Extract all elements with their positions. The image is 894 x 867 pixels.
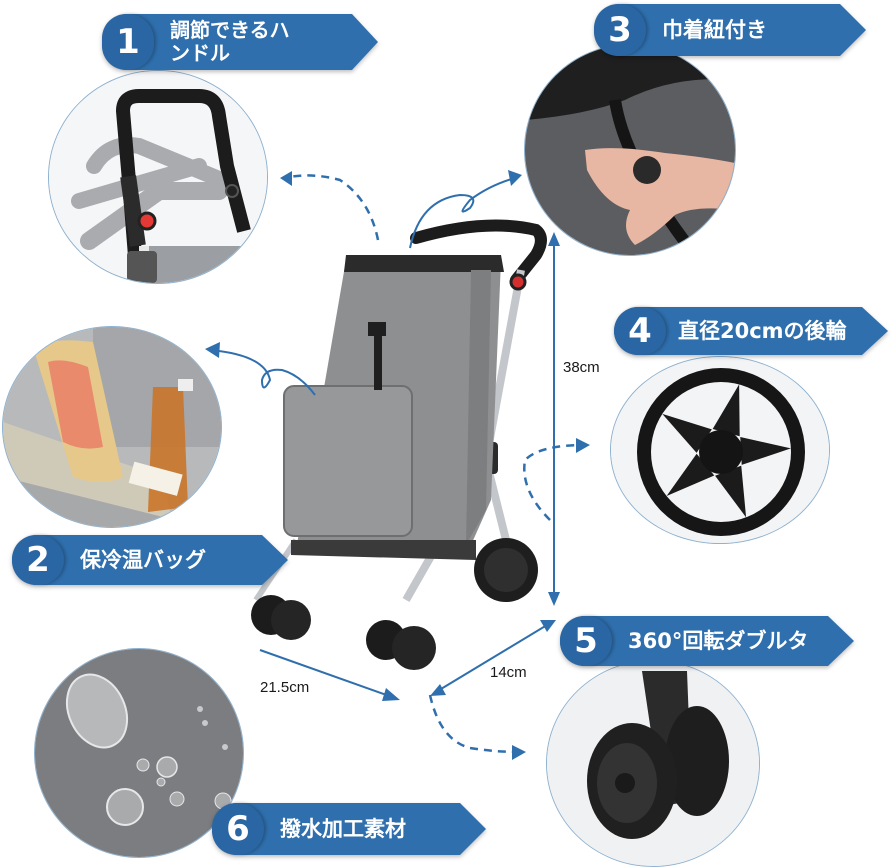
feature-label-line2: ンドル: [170, 41, 230, 65]
swivel-wheel-detail-image: [546, 660, 760, 867]
rear-wheel-detail-image: [610, 356, 830, 544]
shopping-cart-product-image: [236, 210, 556, 690]
feature-banner-adjustable-handle: 1 調節できるハ ンドル: [102, 14, 378, 70]
feature-number-badge: 3: [594, 4, 646, 56]
drawstring-detail-image: [524, 44, 736, 256]
feature-banner-insulated-bag: 2 保冷温バッグ: [12, 535, 288, 585]
depth-dimension-label: 14cm: [490, 664, 527, 681]
width-dimension-label: 21.5cm: [260, 679, 310, 696]
feature-number-badge: 6: [212, 803, 264, 855]
insulated-bag-detail-image: [2, 326, 222, 528]
feature-label: 直径20cmの後輪: [678, 318, 847, 343]
feature-banner-water-repellent: 6 撥水加工素材: [212, 803, 486, 855]
feature-label: 360°回転ダブルタ: [628, 628, 809, 653]
feature-banner-swivel-wheel: 5 360°回転ダブルタ: [560, 616, 854, 666]
feature-label: 撥水加工素材: [280, 816, 406, 841]
feature-number-badge: 2: [12, 535, 64, 585]
feature-label: 調節できるハ: [170, 18, 290, 42]
water-repellent-detail-image: [34, 648, 244, 858]
feature-banner-drawstring: 3 巾着紐付き: [594, 4, 866, 56]
height-dimension-label: 38cm: [563, 359, 600, 376]
feature-number-badge: 1: [102, 14, 154, 70]
feature-label: 保冷温バッグ: [80, 547, 206, 572]
feature-label: 巾着紐付き: [662, 17, 767, 42]
feature-number-badge: 4: [614, 307, 666, 355]
feature-number-badge: 5: [560, 616, 612, 666]
feature-banner-rear-wheel: 4 直径20cmの後輪: [614, 307, 888, 355]
